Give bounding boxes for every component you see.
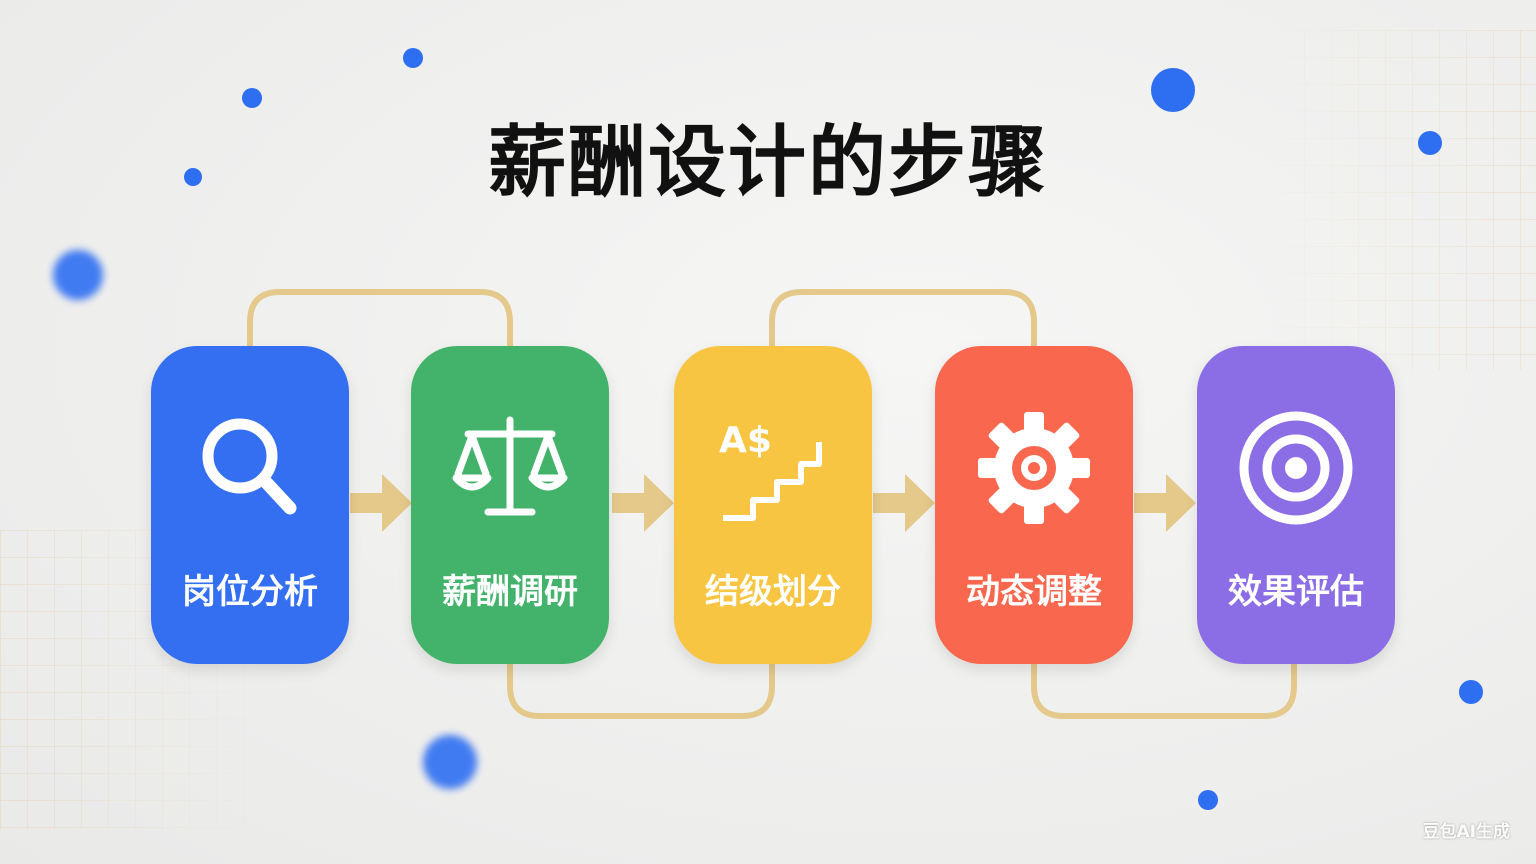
arrow-icon	[1134, 474, 1196, 532]
background-grid-right	[1250, 30, 1536, 370]
decorative-dot	[1418, 131, 1442, 155]
connector-loop-top	[769, 289, 1037, 349]
step-card-job-analysis: 岗位分析	[151, 346, 349, 664]
step-label: 结级划分	[705, 572, 841, 612]
connector-loop-bottom	[1031, 661, 1297, 719]
page-title: 薪酬设计的步骤	[487, 118, 1048, 208]
decorative-dot	[1151, 68, 1195, 112]
step-label: 岗位分析	[182, 572, 318, 612]
arrow-icon	[873, 474, 935, 532]
gear-icon	[978, 412, 1090, 524]
arrow-icon	[350, 474, 412, 532]
step-label: 效果评估	[1228, 572, 1364, 612]
magnifier-icon	[202, 418, 297, 515]
flow-arrows	[350, 474, 1196, 532]
decorative-dot	[242, 88, 262, 108]
connector-loop-top	[247, 289, 513, 349]
balance-scale-icon	[452, 416, 568, 516]
step-card-grade-division: A$ 结级划分	[674, 346, 872, 664]
staircase-dollar-icon: A$	[719, 420, 822, 521]
watermark: 豆包AI生成	[1422, 822, 1510, 842]
decorative-dot	[423, 735, 477, 789]
decorative-dot	[184, 168, 202, 186]
step-label: 薪酬调研	[442, 572, 578, 612]
step-card-salary-survey: 薪酬调研	[411, 346, 609, 664]
arrow-icon	[612, 474, 674, 532]
step-card-dynamic-adjustment: 动态调整	[935, 346, 1133, 664]
step-card-effect-evaluation: 效果评估	[1197, 346, 1395, 664]
step-label: 动态调整	[966, 572, 1102, 612]
decorative-dot	[1459, 680, 1483, 704]
connector-loop-bottom	[507, 661, 775, 719]
target-icon	[1239, 411, 1353, 525]
icon-text: A$	[719, 420, 772, 461]
decorative-dot	[1198, 790, 1218, 810]
decorative-dot	[403, 48, 423, 68]
decorative-dot	[53, 250, 103, 300]
